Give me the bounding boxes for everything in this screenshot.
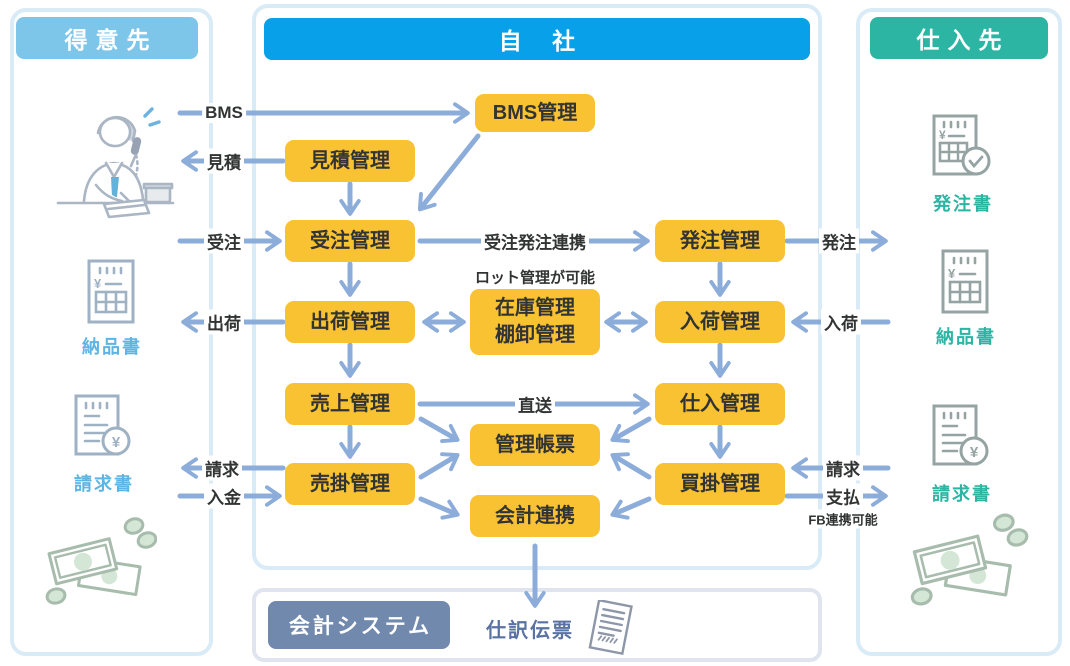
svg-text:¥: ¥ <box>112 434 121 451</box>
document-label: 請求書 <box>74 474 134 494</box>
svg-text:¥: ¥ <box>939 128 946 142</box>
supplier-invoice: ¥ 請求書 <box>930 403 992 506</box>
flow-label-payment-in: 入金 <box>204 483 244 509</box>
node-accounts-payable: 買掛管理 <box>655 463 785 505</box>
purchase-order-icon: ¥ <box>932 114 991 176</box>
inventory-line-1: 在庫管理 <box>495 297 575 319</box>
journal-voucher-label: 仕訳伝票 <box>486 619 574 642</box>
node-inventory-management: 在庫管理 棚卸管理 <box>470 289 600 355</box>
node-estimate-management: 見積管理 <box>285 140 415 182</box>
accounting-system-button: 会計システム <box>268 601 450 649</box>
flow-label-receive-in: 入荷 <box>821 309 861 335</box>
node-bms-management: BMS管理 <box>475 94 595 132</box>
document-label: 納品書 <box>936 327 996 347</box>
supplier-purchase-order: ¥ 発注書 <box>930 113 994 216</box>
customer-invoice: ¥ 請求書 <box>72 393 134 496</box>
node-sales-order-management: 受注管理 <box>285 220 415 262</box>
flow-label-ship-out: 出荷 <box>204 309 244 335</box>
document-label: 発注書 <box>933 194 993 214</box>
delivery-note-icon: ¥ <box>941 249 989 314</box>
svg-text:¥: ¥ <box>970 444 979 461</box>
node-purchasing-management: 仕入管理 <box>655 383 785 425</box>
flow-label-po-out: 発注 <box>819 228 859 254</box>
supplier-panel-title: 仕入先 <box>870 17 1048 59</box>
money-icon <box>910 513 1029 606</box>
money-icon <box>45 517 157 605</box>
node-purchase-order-management: 発注管理 <box>655 220 785 262</box>
flow-label-bms: BMS <box>202 103 246 123</box>
flow-label-order-in: 受注 <box>204 228 244 254</box>
node-accounting-link: 会計連携 <box>470 495 600 537</box>
delivery-note-icon: ¥ <box>87 259 135 324</box>
invoice-icon: ¥ <box>932 404 989 466</box>
svg-text:¥: ¥ <box>94 276 102 291</box>
flow-label-estimate: 見積 <box>204 148 244 174</box>
flow-label-direct: 直送 <box>515 391 555 417</box>
node-sales-management: 売上管理 <box>285 383 415 425</box>
person-on-phone-illustration <box>56 107 175 219</box>
flow-label-bill-out: 請求 <box>202 455 242 481</box>
flow-label-bill-in: 請求 <box>823 455 863 481</box>
customer-delivery-note: ¥ 納品書 <box>80 258 142 359</box>
supplier-delivery-note: ¥ 納品書 <box>934 248 996 349</box>
customer-panel-title: 得意先 <box>16 17 198 59</box>
document-label: 納品書 <box>82 337 142 357</box>
svg-text:¥: ¥ <box>948 266 956 281</box>
fb-link-note: FB連携可能 <box>806 509 880 529</box>
inventory-line-2: 棚卸管理 <box>495 324 575 346</box>
journal-voucher: 仕訳伝票 <box>486 600 634 656</box>
self-company-panel-title: 自 社 <box>264 18 810 60</box>
document-label: 請求書 <box>932 484 992 504</box>
lot-management-note: ロット管理が可能 <box>472 266 598 288</box>
node-shipping-management: 出荷管理 <box>285 301 415 343</box>
flow-label-pay-out: 支払 <box>823 483 863 509</box>
invoice-icon: ¥ <box>74 394 131 456</box>
journal-voucher-icon <box>588 600 633 656</box>
node-accounts-receivable: 売掛管理 <box>285 463 415 505</box>
node-receiving-management: 入荷管理 <box>655 301 785 343</box>
node-management-reports: 管理帳票 <box>470 424 600 466</box>
flow-label-order-link: 受注発注連携 <box>481 228 589 254</box>
